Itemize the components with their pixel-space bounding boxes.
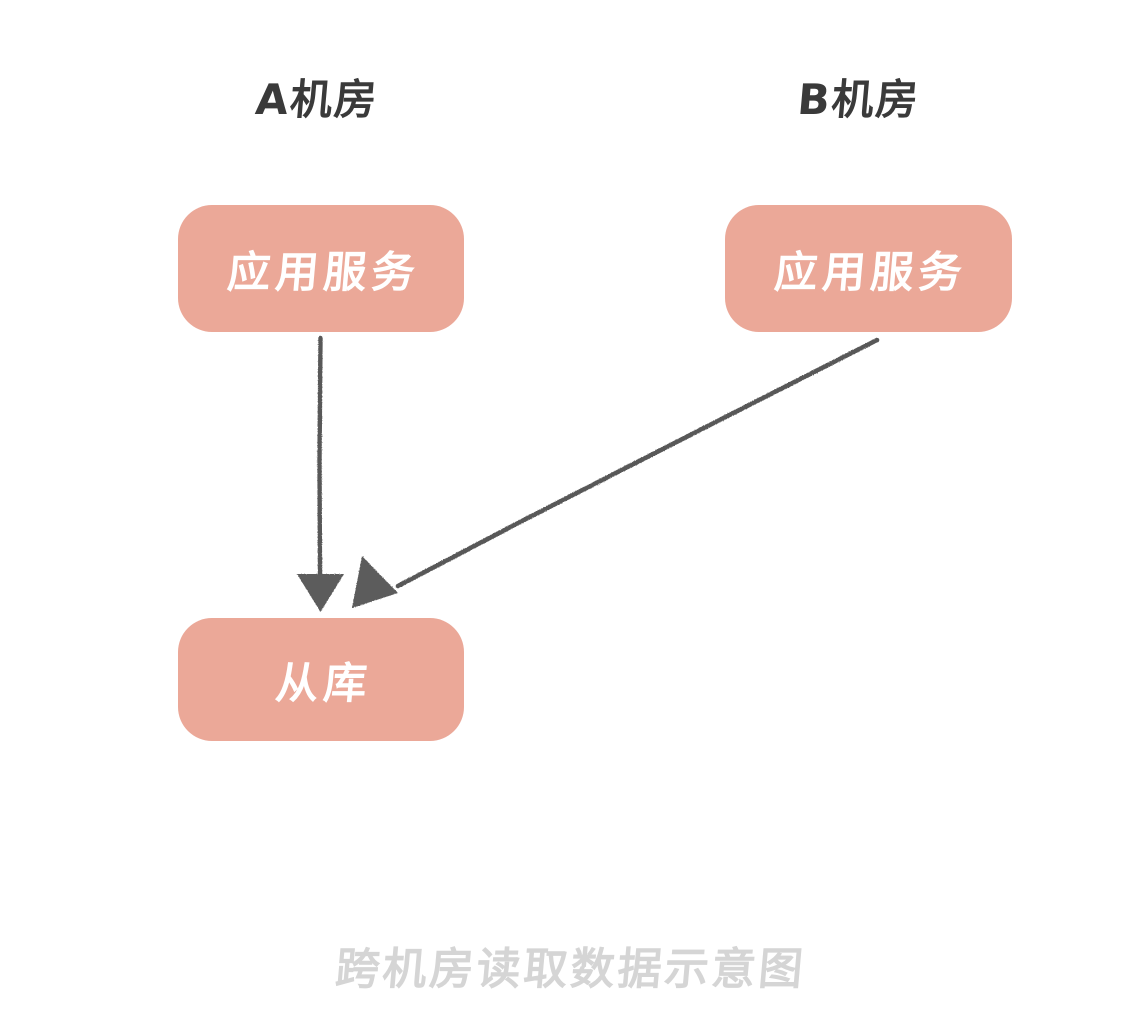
- edge-app-b-to-replica: [352, 337, 880, 608]
- zone-title-a: A机房: [253, 75, 381, 124]
- node-app-service-a[interactable]: 应用服务: [178, 205, 464, 332]
- edge-app-a-to-replica: [297, 335, 344, 612]
- node-replica-database[interactable]: 从库: [178, 618, 464, 741]
- node-label: 从库: [272, 658, 374, 709]
- zone-title-b: B机房: [795, 75, 922, 124]
- node-label: 应用服务: [224, 247, 422, 298]
- node-app-service-b[interactable]: 应用服务: [725, 205, 1012, 332]
- diagram-caption: 跨机房读取数据示意图: [333, 944, 808, 995]
- node-label: 应用服务: [772, 247, 969, 298]
